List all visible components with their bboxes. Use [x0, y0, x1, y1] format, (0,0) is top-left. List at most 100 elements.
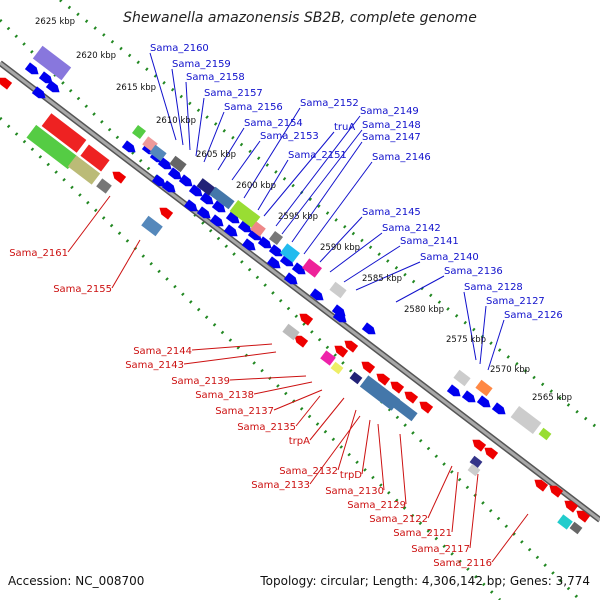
gene-label: Sama_2158 [186, 72, 245, 83]
gene-block-cyan [280, 243, 300, 263]
label-leader-line [195, 97, 205, 157]
gene-block-green [26, 124, 78, 170]
gene-label: Sama_2116 [433, 558, 492, 569]
gene-label: trpA [289, 436, 310, 447]
gene-block-magenta [302, 258, 322, 278]
forward-gene-arrow [24, 62, 39, 75]
gene-block-red [41, 113, 87, 153]
gene-block-gray [268, 230, 284, 246]
tick-label: 2610 kbp [156, 116, 196, 126]
gene-block-lightgray [329, 281, 347, 299]
gene-block-navy [469, 455, 483, 469]
forward-gene-arrow [121, 140, 136, 153]
gene-label: Sama_2128 [464, 282, 523, 293]
gene-label: Sama_2147 [362, 132, 421, 143]
forward-gene-arrow [183, 199, 198, 212]
gene-block-cyan [557, 514, 573, 530]
gene-label: Sama_2144 [133, 346, 192, 357]
gene-label: Sama_2140 [420, 252, 479, 263]
forward-gene-arrow [331, 304, 346, 317]
label-leader-line [183, 351, 277, 365]
gene-label: Sama_2155 [53, 284, 112, 295]
gene-label: Sama_2153 [260, 131, 319, 142]
reverse-gene-arrow [159, 207, 174, 220]
gene-block-magenta [320, 350, 336, 366]
reverse-gene-arrow [484, 447, 499, 460]
label-leader-line [253, 381, 313, 395]
accession-label: Accession: NC_008700 [8, 574, 145, 588]
label-leader-line [361, 419, 371, 475]
gene-block-purple [32, 45, 72, 81]
forward-gene-arrow [151, 174, 166, 187]
gene-block-yellow [330, 361, 344, 375]
reverse-gene-arrow [334, 345, 349, 358]
label-leader-line [343, 245, 401, 283]
tick-label: 2615 kbp [116, 83, 156, 93]
gene-block-red [80, 144, 110, 172]
reverse-gene-arrow [576, 510, 591, 523]
label-leader-line [295, 395, 321, 427]
label-leader-line [309, 397, 345, 441]
forward-gene-arrow [188, 184, 203, 197]
label-leader-line [395, 275, 445, 303]
gene-block-steel [359, 375, 401, 411]
label-leader-line [231, 140, 261, 181]
gene-label: Sama_2136 [444, 266, 503, 277]
forward-gene-arrow [31, 86, 46, 99]
reverse-gene-arrow [112, 171, 127, 184]
gene-label: trpD [340, 470, 362, 481]
gene-label: Sama_2121 [393, 528, 452, 539]
gene-label: Sama_2154 [244, 118, 303, 129]
reverse-gene-arrow [376, 373, 391, 386]
tick-label: 2575 kbp [446, 335, 486, 345]
gene-label: Sama_2135 [237, 422, 296, 433]
forward-gene-arrow [461, 390, 476, 403]
tick-label: 2595 kbp [278, 212, 318, 222]
reverse-gene-arrow [0, 77, 13, 90]
label-leader-line [149, 52, 177, 141]
reverse-gene-arrow [361, 361, 376, 374]
label-leader-line [243, 107, 301, 199]
gene-label: Sama_2117 [411, 544, 470, 555]
gene-block-gray [569, 521, 583, 535]
forward-gene-arrow [199, 192, 214, 205]
label-leader-line [427, 465, 453, 519]
gene-labels: Sama_2160Sama_2159Sama_2158Sama_2157Sama… [9, 43, 563, 569]
gene-block-olive [67, 155, 101, 185]
gene-block-navy [196, 178, 216, 196]
gene-label: Sama_2141 [400, 236, 459, 247]
reverse-gene-arrow [390, 381, 405, 394]
forward-gene-arrow [247, 228, 262, 241]
tick-ring-outer [0, 18, 582, 600]
gene-label: Sama_2161 [9, 248, 68, 259]
gene-label: Sama_2160 [150, 43, 209, 54]
forward-gene-arrow [223, 224, 238, 237]
gene-label: Sama_2146 [372, 152, 431, 163]
gene-block-lime [538, 427, 552, 441]
forward-gene-arrow [332, 310, 347, 323]
forward-gene-arrow [45, 80, 60, 93]
gene-label: Sama_2148 [362, 120, 421, 131]
label-leader-line [377, 423, 385, 491]
gene-label: Sama_2159 [172, 59, 231, 70]
gene-label: Sama_2138 [195, 390, 254, 401]
genome-summary: Topology: circular; Length: 4,306,142 bp… [260, 574, 590, 588]
label-leader-line [451, 471, 459, 533]
reverse-gene-arrow [419, 401, 434, 414]
label-leader-line [273, 389, 323, 411]
gene-features [0, 45, 591, 535]
label-leader-line [303, 161, 373, 255]
gene-block-pink [250, 221, 266, 237]
gene-block-green [131, 124, 147, 140]
reverse-gene-arrow [564, 500, 579, 513]
label-leader-line [263, 131, 335, 217]
gene-label: Sama_2129 [347, 500, 406, 511]
label-leader-line [355, 261, 421, 291]
gene-block-steel [149, 144, 167, 162]
label-leader-line [309, 415, 361, 485]
forward-gene-arrow [211, 200, 226, 213]
forward-gene-arrow [266, 256, 281, 269]
gene-label: Sama_2145 [362, 207, 421, 218]
tick-label: 2590 kbp [320, 243, 360, 253]
